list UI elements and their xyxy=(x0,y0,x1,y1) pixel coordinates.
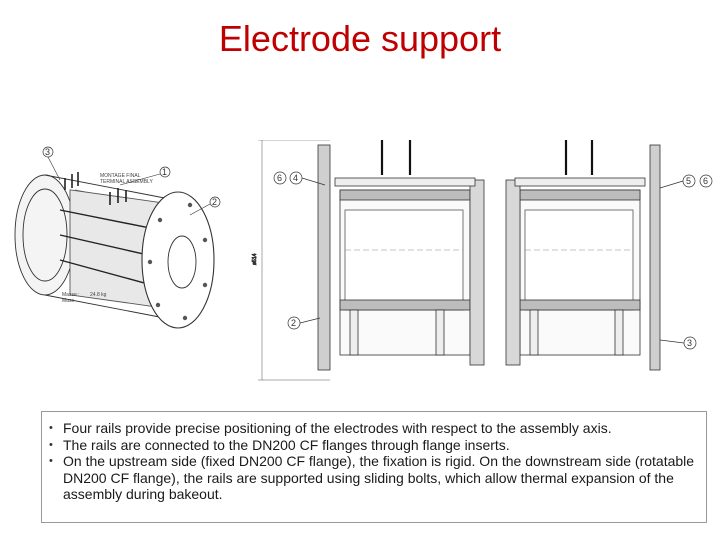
section-label-3: 3 xyxy=(687,338,692,348)
mass-label: Masse : xyxy=(62,292,80,298)
bullet-list: • Four rails provide precise positioning… xyxy=(49,420,700,503)
bullet-marker: • xyxy=(49,455,53,467)
iso-label-3: 3 xyxy=(45,147,50,157)
iso-label-2: 2 xyxy=(212,197,217,207)
section-labels: 6 4 2 5 6 3 xyxy=(277,173,708,348)
section-label-4: 4 xyxy=(293,173,298,183)
bullet-text: On the upstream side (fixed DN200 CF fla… xyxy=(63,453,695,502)
mass-value: 24.8 kg xyxy=(90,292,107,298)
mass-annotation: Masse : 24.8 kg Mass xyxy=(62,292,107,304)
section-label-5: 5 xyxy=(686,176,691,186)
dimension-label: ø514 xyxy=(252,253,258,265)
cross-section-view: ø514 xyxy=(252,140,661,381)
section-label-6-left: 6 xyxy=(277,173,282,183)
bullet-text: Four rails provide precise positioning o… xyxy=(63,420,612,436)
bullet-item: • Four rails provide precise positioning… xyxy=(49,420,700,437)
isometric-view xyxy=(14,172,215,329)
bullet-marker: • xyxy=(49,438,53,451)
bullet-item: • On the upstream side (fixed DN200 CF f… xyxy=(49,453,700,503)
section-callouts xyxy=(273,171,713,350)
section-label-2: 2 xyxy=(291,318,296,328)
slide-title: Electrode support xyxy=(218,18,502,59)
bullet-text-box: • Four rails provide precise positioning… xyxy=(41,411,707,523)
section-label-6-right: 6 xyxy=(703,176,708,186)
bullet-item: • The rails are connected to the DN200 C… xyxy=(49,436,700,454)
bullet-text: The rails are connected to the DN200 CF … xyxy=(63,436,510,453)
mass-sublabel: Mass xyxy=(62,298,74,304)
bullet-marker: • xyxy=(49,422,53,434)
iso-label-1: 1 xyxy=(162,167,167,177)
